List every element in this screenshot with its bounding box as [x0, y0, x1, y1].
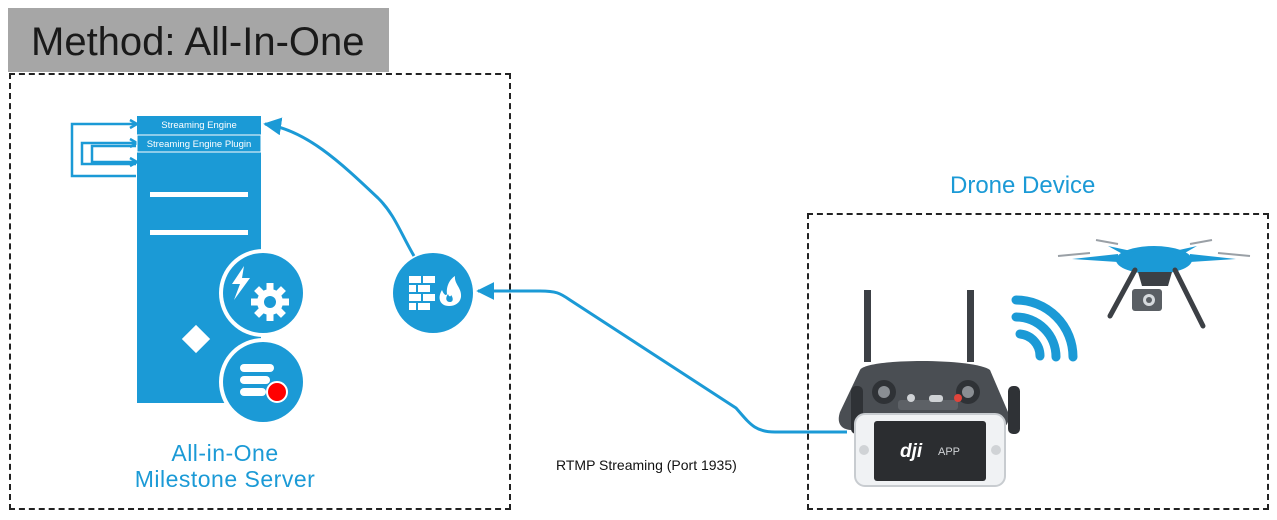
module-streaming-engine-plugin-label: Streaming Engine Plugin	[147, 139, 252, 150]
app-text: APP	[938, 446, 960, 458]
method-title: Method: All-In-One	[31, 20, 365, 64]
rtmp-stream-line	[476, 282, 847, 434]
database-icon	[219, 338, 307, 426]
power-gear-icon	[219, 249, 307, 337]
drone-boundary	[807, 213, 1269, 510]
dji-logo-text: dji	[900, 441, 923, 462]
module-streaming-engine-plugin: Streaming Engine Plugin	[136, 134, 262, 153]
rtmp-streaming-label: RTMP Streaming (Port 1935)	[556, 457, 737, 473]
remote-controller-icon: dji APP	[838, 290, 1020, 487]
plugin-loop-connector	[70, 118, 140, 178]
server-label-line1: All-in-One	[171, 440, 279, 466]
method-title-box	[8, 8, 389, 72]
firewall-to-engine-line	[263, 117, 416, 257]
module-streaming-engine-label: Streaming Engine	[161, 120, 237, 131]
drone-icon	[1057, 239, 1251, 329]
drone-device-label: Drone Device	[950, 172, 1096, 199]
module-streaming-engine: Streaming Engine	[137, 116, 261, 133]
firewall-icon	[393, 253, 473, 333]
server-label-line2: Milestone Server	[134, 466, 316, 492]
wifi-signal-icon	[1011, 295, 1078, 362]
server-label: All-in-One Milestone Server	[95, 440, 355, 492]
